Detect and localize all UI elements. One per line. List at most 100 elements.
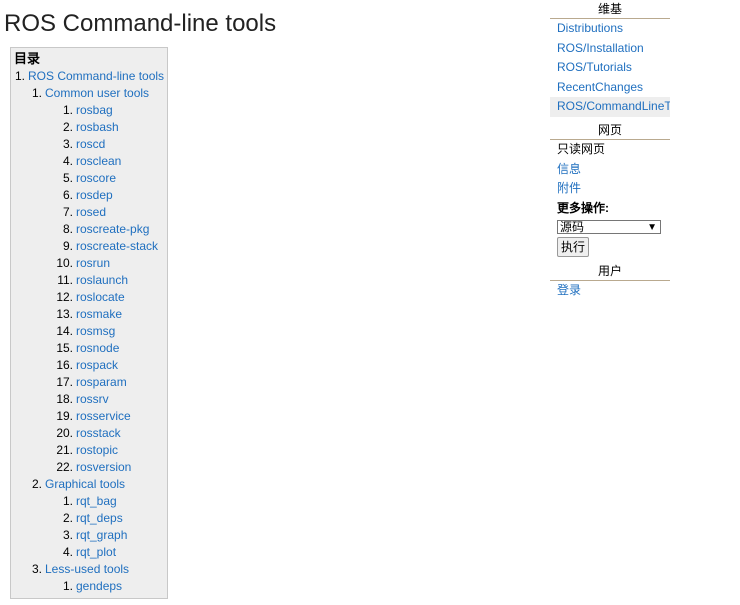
toc-heading: 目录	[14, 51, 41, 66]
toc-item-tool-0-12: 13.rosmake	[30, 306, 167, 323]
more-actions-select[interactable]: 源码 ▼	[557, 220, 661, 235]
toc-item-number: 10.	[56, 256, 73, 270]
toc-link-tool-0-5[interactable]: rosdep	[76, 188, 113, 202]
toc-item-tool-0-0: 1.rosbag	[30, 102, 167, 119]
toc-link-tool-0-13[interactable]: rosmsg	[76, 324, 116, 338]
toc-link-group-2[interactable]: Less-used tools	[45, 562, 130, 576]
toc-item-number: 17.	[56, 375, 73, 389]
toc-link-group-0[interactable]: Common user tools	[45, 86, 150, 100]
toc-item-tool-0-20: 21.rostopic	[30, 442, 167, 459]
toc-link-tool-0-8[interactable]: roscreate-stack	[76, 239, 159, 253]
toc-link-tool-0-1[interactable]: rosbash	[76, 120, 119, 134]
toc-item-tool-0-11: 12.roslocate	[30, 289, 167, 306]
toc-link-tool-1-1[interactable]: rqt_deps	[76, 511, 123, 525]
toc-item-number: 6.	[62, 188, 73, 202]
wiki-link-0[interactable]: Distributions	[557, 21, 624, 35]
toc-link-tool-0-7[interactable]: roscreate-pkg	[76, 222, 150, 236]
toc-item-number: 3.	[62, 528, 73, 542]
sidebar-item: ROS/Tutorials	[550, 58, 670, 78]
sidebar-page-actions: 只读网页 信息 附件 更多操作: 源码 ▼ 执行	[550, 140, 670, 258]
toc-item-tool-0-7: 8.roscreate-pkg	[30, 221, 167, 238]
toc-link-tool-0-9[interactable]: rosrun	[76, 256, 111, 270]
toc-link-tool-0-18[interactable]: rosservice	[76, 409, 131, 423]
toc-item-number: 3.	[31, 562, 42, 576]
info-link[interactable]: 信息	[557, 161, 582, 176]
toc-link-tool-0-10[interactable]: roslaunch	[76, 273, 129, 287]
toc-item-tool-1-1: 2.rqt_deps	[30, 510, 167, 527]
more-actions-selected-value: 源码	[560, 220, 585, 235]
toc-item-number: 1.	[14, 69, 25, 83]
toc-item-tool-0-15: 16.rospack	[30, 357, 167, 374]
dropdown-arrow-icon: ▼	[647, 222, 657, 234]
toc-item-tool-0-1: 2.rosbash	[30, 119, 167, 136]
toc-item-tool-1-2: 3.rqt_graph	[30, 527, 167, 544]
toc-item-tool-0-2: 3.roscd	[30, 136, 167, 153]
sidebar-item: Distributions	[550, 19, 670, 39]
sidebar-item: RecentChanges	[550, 78, 670, 98]
toc-link-tool-1-0[interactable]: rqt_bag	[76, 494, 117, 508]
wiki-link-2[interactable]: ROS/Tutorials	[557, 60, 632, 75]
toc-link-tool-1-2[interactable]: rqt_graph	[76, 528, 128, 542]
toc-item-number: 2.	[62, 511, 73, 525]
toc-link-tool-0-17[interactable]: rossrv	[76, 392, 109, 406]
toc-item-number: 5.	[62, 171, 73, 185]
toc-item-number: 12.	[56, 290, 73, 304]
login-link[interactable]: 登录	[557, 283, 582, 298]
more-actions-label: 更多操作:	[557, 200, 609, 215]
toc-item-tool-2-0: 1.gendeps	[30, 578, 167, 595]
toc-link-tool-0-4[interactable]: roscore	[76, 171, 117, 185]
toc-link-tool-0-3[interactable]: rosclean	[76, 154, 122, 168]
toc-link-tool-0-11[interactable]: roslocate	[76, 290, 125, 304]
toc-link-tool-2-0[interactable]: gendeps	[76, 579, 123, 593]
toc-item-tool-0-6: 7.rosed	[30, 204, 167, 221]
toc-link-group-1[interactable]: Graphical tools	[45, 477, 126, 491]
toc-item-number: 4.	[62, 154, 73, 168]
wiki-link-3[interactable]: RecentChanges	[557, 79, 644, 94]
toc-item-tool-0-21: 22.rosversion	[30, 459, 167, 476]
toc-sublist: 1.gendeps	[30, 578, 167, 595]
toc-item-number: 15.	[56, 341, 73, 355]
toc-item-number: 14.	[56, 324, 73, 338]
sidebar-wiki-title: 维基	[550, 1, 670, 19]
toc-item-number: 1.	[31, 86, 42, 100]
toc-item-tool-0-4: 5.roscore	[30, 170, 167, 187]
toc-link-tool-0-21[interactable]: rosversion	[76, 460, 132, 474]
toc-item-group-2: 3.Less-used tools 1.gendeps	[13, 561, 167, 595]
toc-link-tool-0-0[interactable]: rosbag	[76, 103, 113, 117]
toc-item-number: 21.	[56, 443, 73, 457]
go-button[interactable]: 执行	[557, 237, 590, 258]
sidebar-page-title: 网页	[550, 122, 670, 140]
toc-link-tool-0-14[interactable]: rosnode	[76, 341, 120, 355]
toc-item-tool-1-3: 4.rqt_plot	[30, 544, 167, 561]
toc-item-tool-0-9: 10.rosrun	[30, 255, 167, 272]
page-title: ROS Command-line tools	[4, 10, 277, 37]
toc-link-tool-0-19[interactable]: rosstack	[76, 426, 121, 440]
toc-link-tool-0-16[interactable]: rosparam	[76, 375, 127, 389]
wiki-link-1[interactable]: ROS/Installation	[557, 40, 644, 55]
toc-link-tool-0-6[interactable]: rosed	[76, 205, 107, 219]
toc-link-tool-0-12[interactable]: rosmake	[76, 307, 123, 321]
toc-item-tool-0-16: 17.rosparam	[30, 374, 167, 391]
toc-link-tool-0-20[interactable]: rostopic	[76, 443, 119, 457]
toc-item-number: 2.	[31, 477, 42, 491]
toc-link-tool-0-2[interactable]: roscd	[76, 137, 106, 151]
sidebar-user-title: 用户	[550, 263, 670, 282]
attachments-link[interactable]: 附件	[557, 181, 582, 196]
toc-item-tool-0-3: 4.rosclean	[30, 153, 167, 170]
toc-link-tool-0-15[interactable]: rospack	[76, 358, 119, 372]
toc-item-tool-0-18: 19.rosservice	[30, 408, 167, 425]
toc-item-number: 20.	[56, 426, 73, 440]
sidebar-user-actions: 登录	[550, 281, 670, 301]
toc-link-section-0[interactable]: ROS Command-line tools	[28, 69, 165, 83]
wiki-link-4[interactable]: ROS/CommandLineTools	[557, 99, 670, 114]
toc-item-tool-0-14: 15.rosnode	[30, 340, 167, 357]
toc-link-tool-1-3[interactable]: rqt_plot	[76, 545, 117, 559]
toc-item-number: 16.	[56, 358, 73, 372]
